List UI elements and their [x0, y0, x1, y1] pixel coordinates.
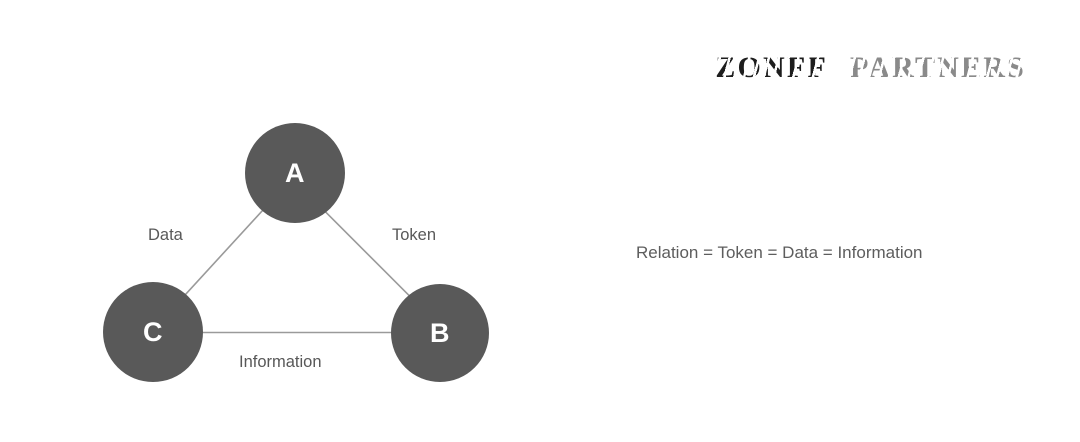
- diagram-edges: [183, 208, 411, 334]
- node-a[interactable]: A: [245, 123, 345, 223]
- logo-word-zonff: ZONFF: [713, 51, 830, 85]
- node-c[interactable]: C: [103, 282, 203, 382]
- node-c-label: C: [143, 316, 163, 347]
- node-a-label: A: [285, 157, 305, 188]
- edge-label-data: Data: [148, 226, 183, 244]
- edge-label-token: Token: [392, 226, 437, 244]
- node-b-label: B: [430, 317, 450, 348]
- equivalence-caption: Relation = Token = Data = Information: [636, 243, 923, 262]
- logo-word-partners: PARTNERS: [847, 51, 1029, 85]
- node-b[interactable]: B: [391, 284, 489, 382]
- edge-label-information: Information: [239, 353, 322, 371]
- triangle-relationship-diagram: A C B Data Token Information: [103, 123, 489, 382]
- edge-a-c: [183, 208, 265, 297]
- zonff-partners-logo: ZONFF PARTNERS: [696, 50, 1029, 86]
- edge-a-b: [324, 211, 411, 297]
